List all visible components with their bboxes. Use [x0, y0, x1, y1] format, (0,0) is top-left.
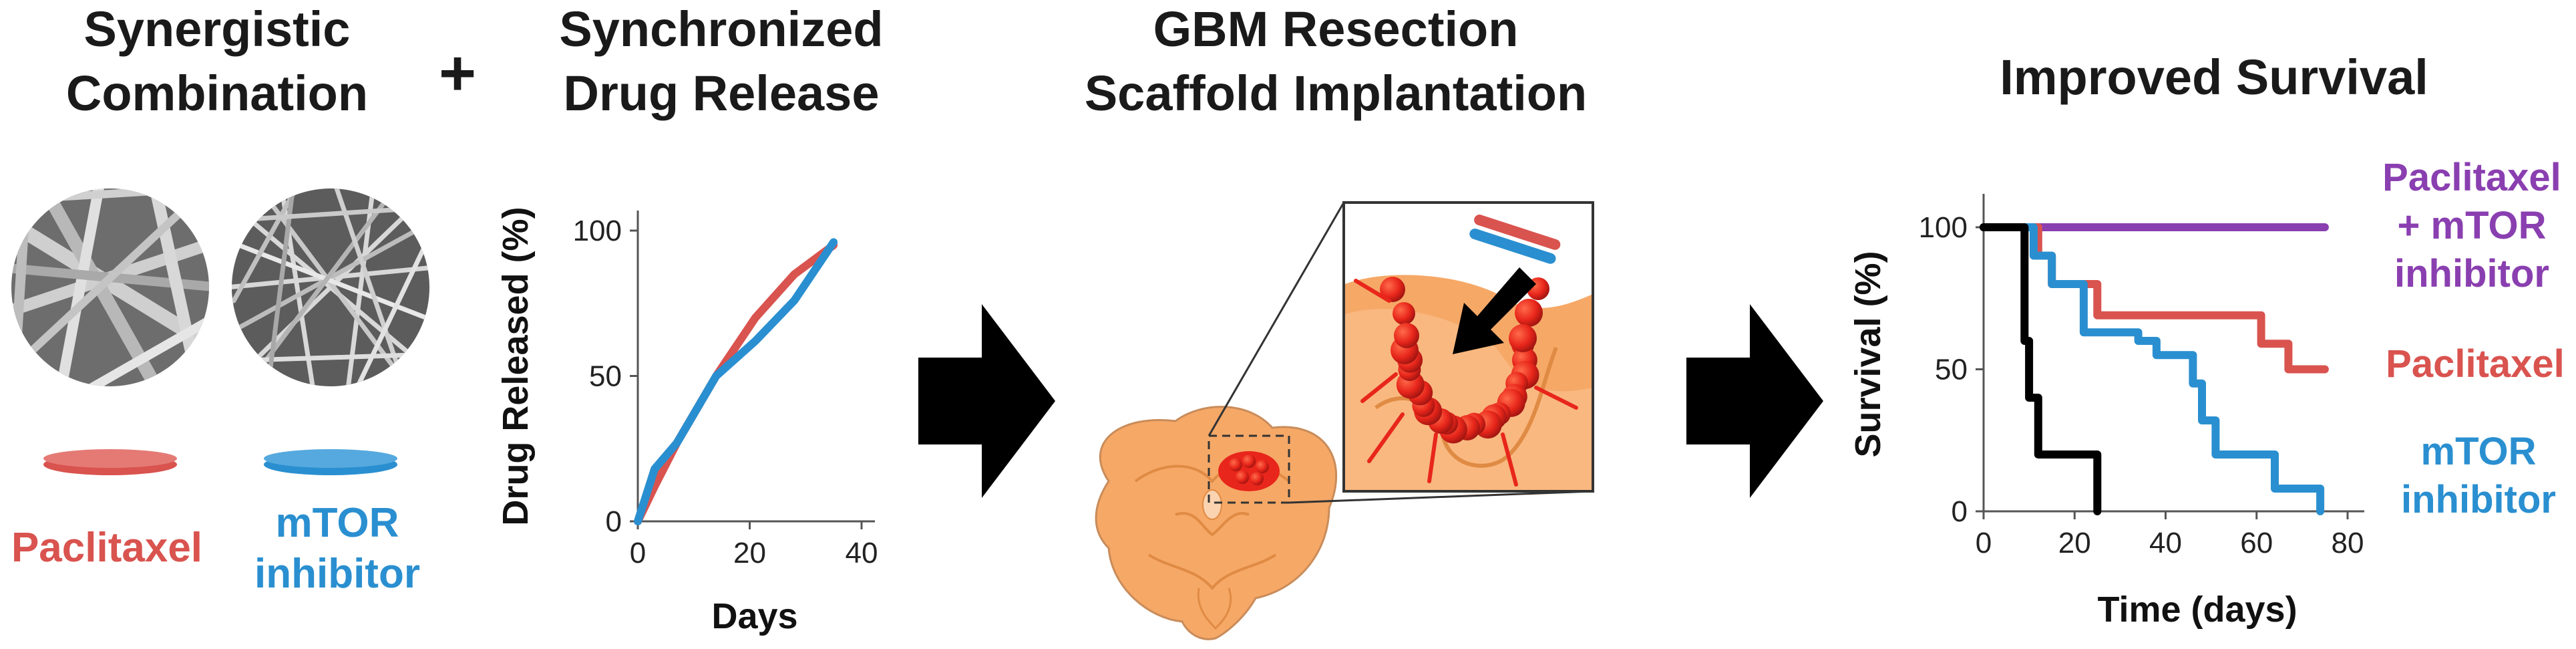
combo-legend-line1: Paclitaxel [2382, 156, 2561, 199]
heading-synchronized: Synchronized Drug Release [521, 0, 922, 126]
brain-section-illustration [1095, 202, 1594, 640]
y-tick-label: 50 [589, 360, 622, 393]
x-tick-label: 40 [2149, 527, 2182, 559]
implanted-scaffolds [1469, 215, 1561, 264]
arrow-right-icon-2 [1686, 304, 1823, 498]
tumor-infiltration [1360, 372, 1398, 403]
sem-micrograph-paclitaxel [11, 188, 209, 386]
heading-synchronized-line1: Synchronized [559, 1, 884, 57]
heading-resection-line2: Scaffold Implantation [1084, 66, 1588, 121]
mtor-label-line1: mTOR [275, 500, 399, 546]
tumor-infiltration [1534, 386, 1578, 410]
tumor-blob-small [1218, 451, 1280, 491]
x-tick-label: 40 [846, 537, 878, 569]
release-x-label: Days [711, 596, 797, 636]
mtor-legend: mTOR inhibitor [2381, 428, 2576, 524]
plus-sign: + [438, 37, 477, 109]
sem-micrograph-mtor [232, 188, 429, 386]
mtor-label: mTOR inhibitor [234, 498, 441, 600]
heading-synergistic: Synergistic Combination [13, 0, 421, 126]
survival-x-label: Time (days) [2097, 590, 2297, 630]
arrow-right-icon [918, 304, 1055, 498]
heading-survival: Improved Survival [2000, 49, 2428, 105]
x-tick-label: 20 [733, 537, 766, 569]
paclitaxel-legend: Paclitaxel [2386, 342, 2565, 386]
zoom-inset [1342, 201, 1594, 493]
drug-release-chart: Drug Released (%) Days 0 20 40 0 50 100 [496, 207, 878, 636]
combo-legend-line3: inhibitor [2394, 252, 2549, 295]
paclitaxel-label: Paclitaxel [11, 525, 203, 571]
tumor-infiltration [1501, 432, 1518, 487]
y-tick-label: 50 [1935, 354, 1968, 386]
tumor-infiltration [1354, 279, 1391, 303]
x-tick-label: 60 [2240, 527, 2273, 559]
heading-resection: GBM Resection Scaffold Implantation [1029, 0, 1643, 126]
tumor-cell [1380, 277, 1405, 302]
x-tick-label: 20 [2058, 527, 2091, 559]
y-tick-label: 100 [573, 215, 622, 247]
tumor-resection-margin [1354, 277, 1578, 487]
mtor-legend-line2: inhibitor [2401, 478, 2556, 521]
y-tick-label: 0 [1952, 495, 1968, 528]
zoom-region-box [1208, 434, 1290, 504]
combo-legend-line2: + mTOR [2397, 204, 2547, 247]
mtor-legend-line1: mTOR [2420, 430, 2537, 473]
tumor-infiltration [1427, 432, 1438, 483]
mtor-label-line2: inhibitor [254, 551, 420, 597]
heading-synergistic-line2: Combination [65, 66, 369, 121]
tumor-cell [1393, 302, 1415, 325]
paclitaxel-scaffold-disc [43, 449, 177, 475]
series-line-1 [634, 238, 838, 525]
x-tick-label: 0 [1976, 527, 1992, 559]
y-tick-label: 0 [606, 505, 622, 538]
tumor-infiltration [1367, 412, 1405, 463]
heading-synergistic-line1: Synergistic [83, 1, 351, 57]
survival-chart: Survival (%) Time (days) 0 20 40 60 80 0 50 100 [1848, 194, 2364, 630]
tumor-cell [1515, 299, 1543, 327]
tumor-cell [1394, 323, 1419, 348]
x-tick-label: 80 [2332, 527, 2364, 559]
y-tick-label: 100 [1919, 211, 1968, 244]
tumor-cell [1509, 324, 1537, 352]
heading-resection-line1: GBM Resection [1153, 1, 1519, 57]
series-line-1 [1980, 223, 2329, 374]
series-line-3 [1980, 223, 2102, 515]
combo-legend: Paclitaxel + mTOR inhibitor [2368, 154, 2576, 298]
survival-y-label: Survival (%) [1848, 251, 1888, 457]
series-line-2 [1980, 223, 2325, 515]
x-tick-label: 0 [630, 537, 646, 569]
mtor-scaffold-disc [264, 449, 397, 475]
heading-synchronized-line2: Drug Release [563, 66, 880, 121]
implant-arrow-icon [1453, 267, 1536, 354]
release-y-label: Drug Released (%) [496, 207, 536, 525]
